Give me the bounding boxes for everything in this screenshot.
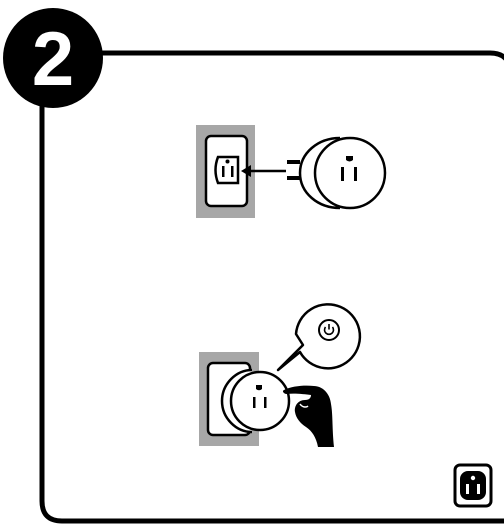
plugged-slot-left <box>253 397 256 408</box>
outlet-symbol-icon <box>455 465 491 506</box>
smart-plug-icon <box>287 138 385 208</box>
step-frame <box>42 53 504 521</box>
plug-socket-slot-left <box>341 167 344 181</box>
plugged-ground <box>256 385 262 390</box>
plugged-outlet <box>199 352 289 446</box>
plug-prong-bottom <box>287 176 300 180</box>
hand-silhouette <box>283 386 334 447</box>
power-button-ring <box>319 320 339 340</box>
plug-socket-slot-right <box>354 167 357 181</box>
step-number: 2 <box>32 17 74 102</box>
outlet-slot-right <box>231 166 234 177</box>
power-button-icon <box>319 320 339 340</box>
outlet-symbol-face <box>460 471 486 500</box>
outlet-symbol-slot-right <box>477 484 480 494</box>
plug-face <box>315 138 385 208</box>
outlet-slot-left <box>222 166 225 177</box>
callout-bubble <box>278 304 360 370</box>
step-badge: 2 <box>3 8 103 108</box>
plug-socket-ground <box>346 156 353 162</box>
power-button-callout <box>278 304 360 370</box>
outlet-ground-hole <box>226 160 230 164</box>
outlet-symbol-ground <box>471 476 475 480</box>
outlet-symbol-slot-left <box>466 484 469 494</box>
plugged-face <box>231 372 289 430</box>
plug-prong-top <box>287 160 300 164</box>
pointing-hand-icon <box>283 386 334 447</box>
plugged-slot-right <box>264 397 267 408</box>
